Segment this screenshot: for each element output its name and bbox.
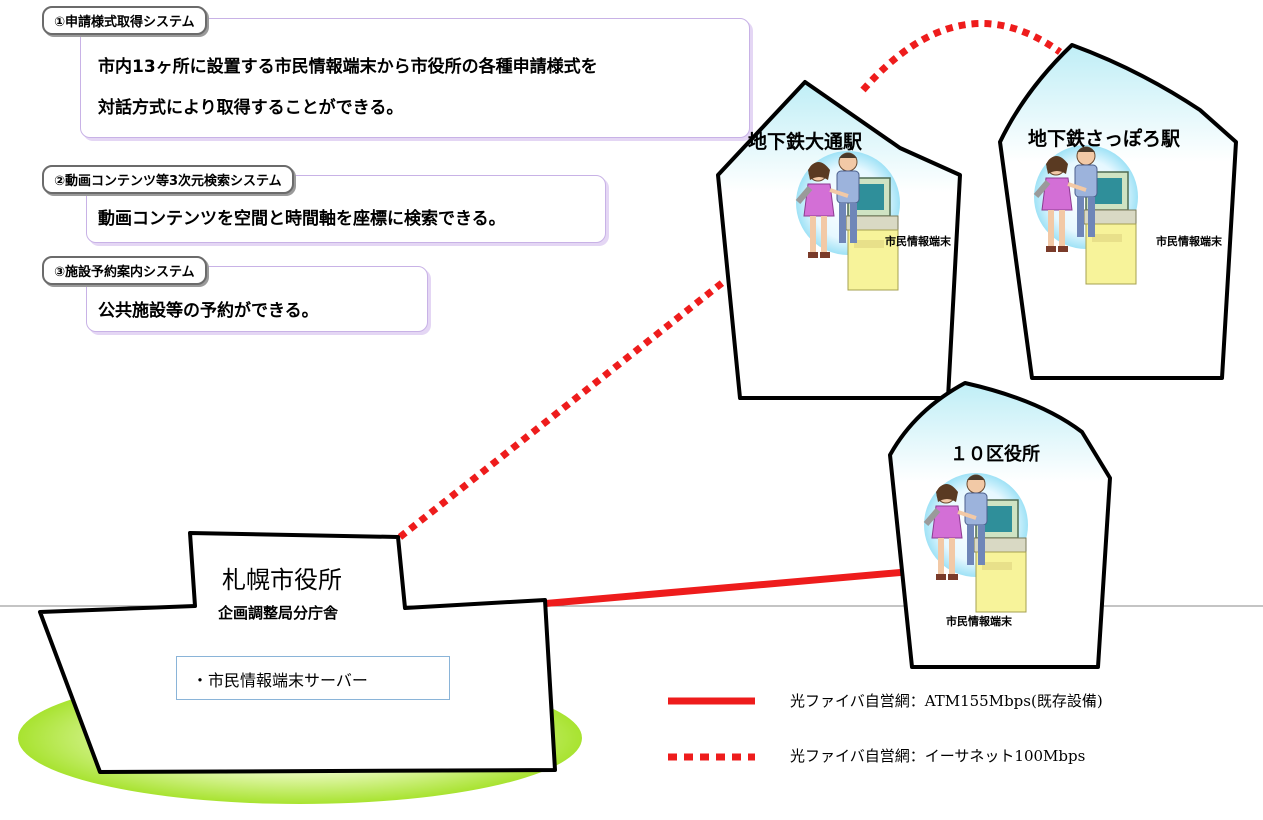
link-cityhall-ward	[539, 568, 907, 608]
cityhall-subtitle: 企画調整局分庁舎	[218, 604, 339, 622]
system1-tag: ①申請様式取得システム	[42, 6, 207, 35]
ward-terminal-label: 市民情報端末	[946, 615, 1012, 628]
system2-tag: ②動画コンテンツ等3次元検索システム	[42, 165, 294, 194]
legend-dotted-label: 光ファイバ自営網：イーサネット100Mbps	[790, 747, 1086, 765]
legend-solid-label: 光ファイバ自営網：ATM155Mbps(既存設備)	[790, 692, 1103, 710]
server-box	[176, 656, 450, 700]
cityhall-building	[38, 531, 557, 774]
system1-description-line2: 対話方式により取得することができる。	[98, 98, 404, 118]
ward-office-name: １０区役所	[950, 444, 1040, 465]
system2-description-line1: 動画コンテンツを空間と時間軸を座標に検索できる。	[98, 209, 506, 229]
odori-terminal-label: 市民情報端末	[885, 235, 951, 248]
sapporo-station-name: 地下鉄さっぽろ駅	[1028, 128, 1181, 150]
system1-description-box	[80, 18, 750, 138]
odori-station-name: 地下鉄大通駅	[748, 131, 863, 153]
cityhall-name: 札幌市役所	[222, 566, 342, 594]
sapporo-terminal-label: 市民情報端末	[1156, 235, 1222, 248]
server-label: ・市民情報端末サーバー	[192, 671, 368, 690]
system3-tag: ③施設予約案内システム	[42, 256, 207, 285]
link-odori-sapporo	[860, 20, 1063, 93]
link-cityhall-odori	[397, 280, 725, 540]
system3-description-line1: 公共施設等の予約ができる。	[98, 301, 319, 321]
system1-description-line1: 市内13ヶ所に設置する市民情報端末から市役所の各種申請様式を	[98, 57, 598, 77]
